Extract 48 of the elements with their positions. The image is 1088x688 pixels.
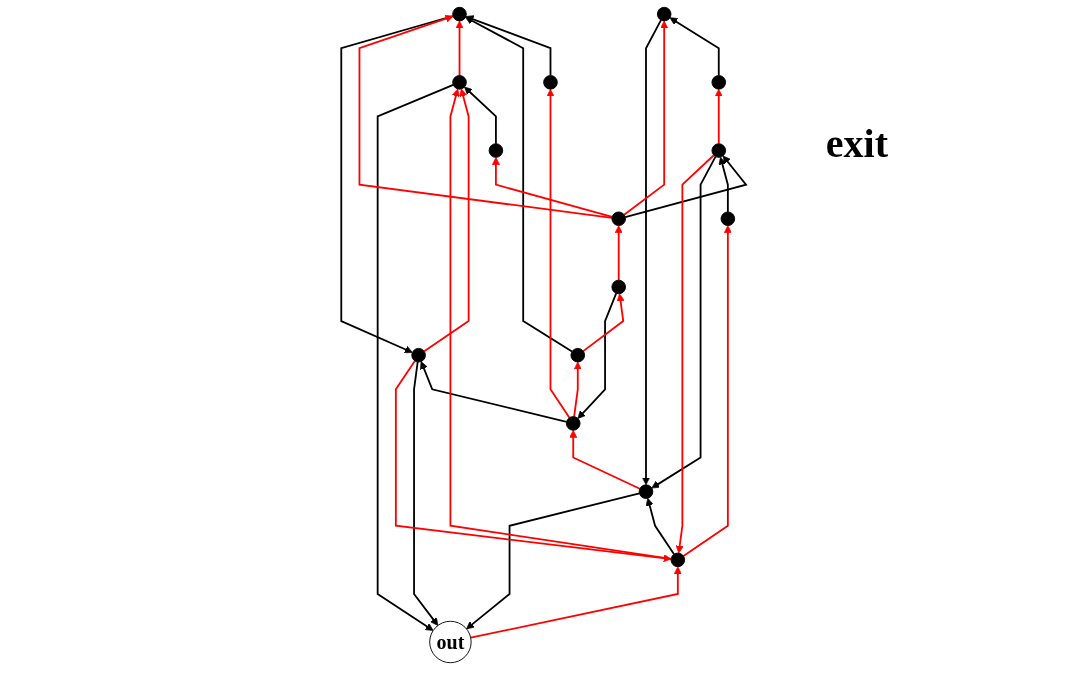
node-circle bbox=[611, 211, 627, 227]
arrow bbox=[669, 17, 720, 77]
arrow bbox=[420, 361, 568, 423]
node-circle bbox=[711, 143, 727, 158]
node-circle bbox=[411, 347, 427, 363]
arrow bbox=[676, 154, 715, 554]
graph-label: exit bbox=[825, 120, 888, 167]
arrow bbox=[465, 16, 574, 353]
arrow bbox=[642, 19, 663, 486]
arrow bbox=[718, 156, 730, 213]
arrow bbox=[546, 88, 571, 419]
arrow bbox=[492, 157, 614, 218]
arrow bbox=[464, 86, 498, 145]
arrow bbox=[395, 359, 672, 563]
arrow bbox=[455, 20, 464, 77]
arrow bbox=[624, 155, 748, 218]
arrow bbox=[466, 492, 641, 630]
node-circle bbox=[566, 416, 581, 431]
arrow bbox=[413, 361, 439, 626]
node-circle bbox=[488, 143, 504, 158]
arrow bbox=[582, 293, 625, 353]
node-circle bbox=[670, 552, 686, 568]
node-circle bbox=[543, 75, 559, 90]
arrow bbox=[615, 225, 624, 282]
arrow bbox=[449, 88, 673, 560]
arrow bbox=[340, 15, 455, 354]
node-circle bbox=[452, 6, 468, 22]
node-circle bbox=[711, 75, 727, 90]
arrow bbox=[623, 20, 669, 216]
arrow bbox=[465, 15, 552, 77]
arrow bbox=[577, 292, 618, 419]
arrow bbox=[682, 225, 733, 557]
node-circle bbox=[570, 347, 586, 363]
node-circle bbox=[452, 75, 468, 90]
arrow bbox=[569, 429, 642, 490]
arrow bbox=[470, 566, 683, 639]
arrow bbox=[646, 497, 676, 556]
arrow bbox=[573, 361, 583, 418]
node-circle bbox=[720, 211, 736, 227]
node-circle bbox=[611, 279, 627, 295]
arrow bbox=[377, 84, 455, 631]
node-circle bbox=[639, 484, 654, 499]
node-circle bbox=[657, 6, 672, 22]
arrow bbox=[423, 88, 470, 353]
arrow bbox=[651, 155, 717, 489]
arrow bbox=[358, 14, 614, 219]
node-circle: out bbox=[429, 620, 472, 664]
arrow bbox=[715, 88, 724, 145]
